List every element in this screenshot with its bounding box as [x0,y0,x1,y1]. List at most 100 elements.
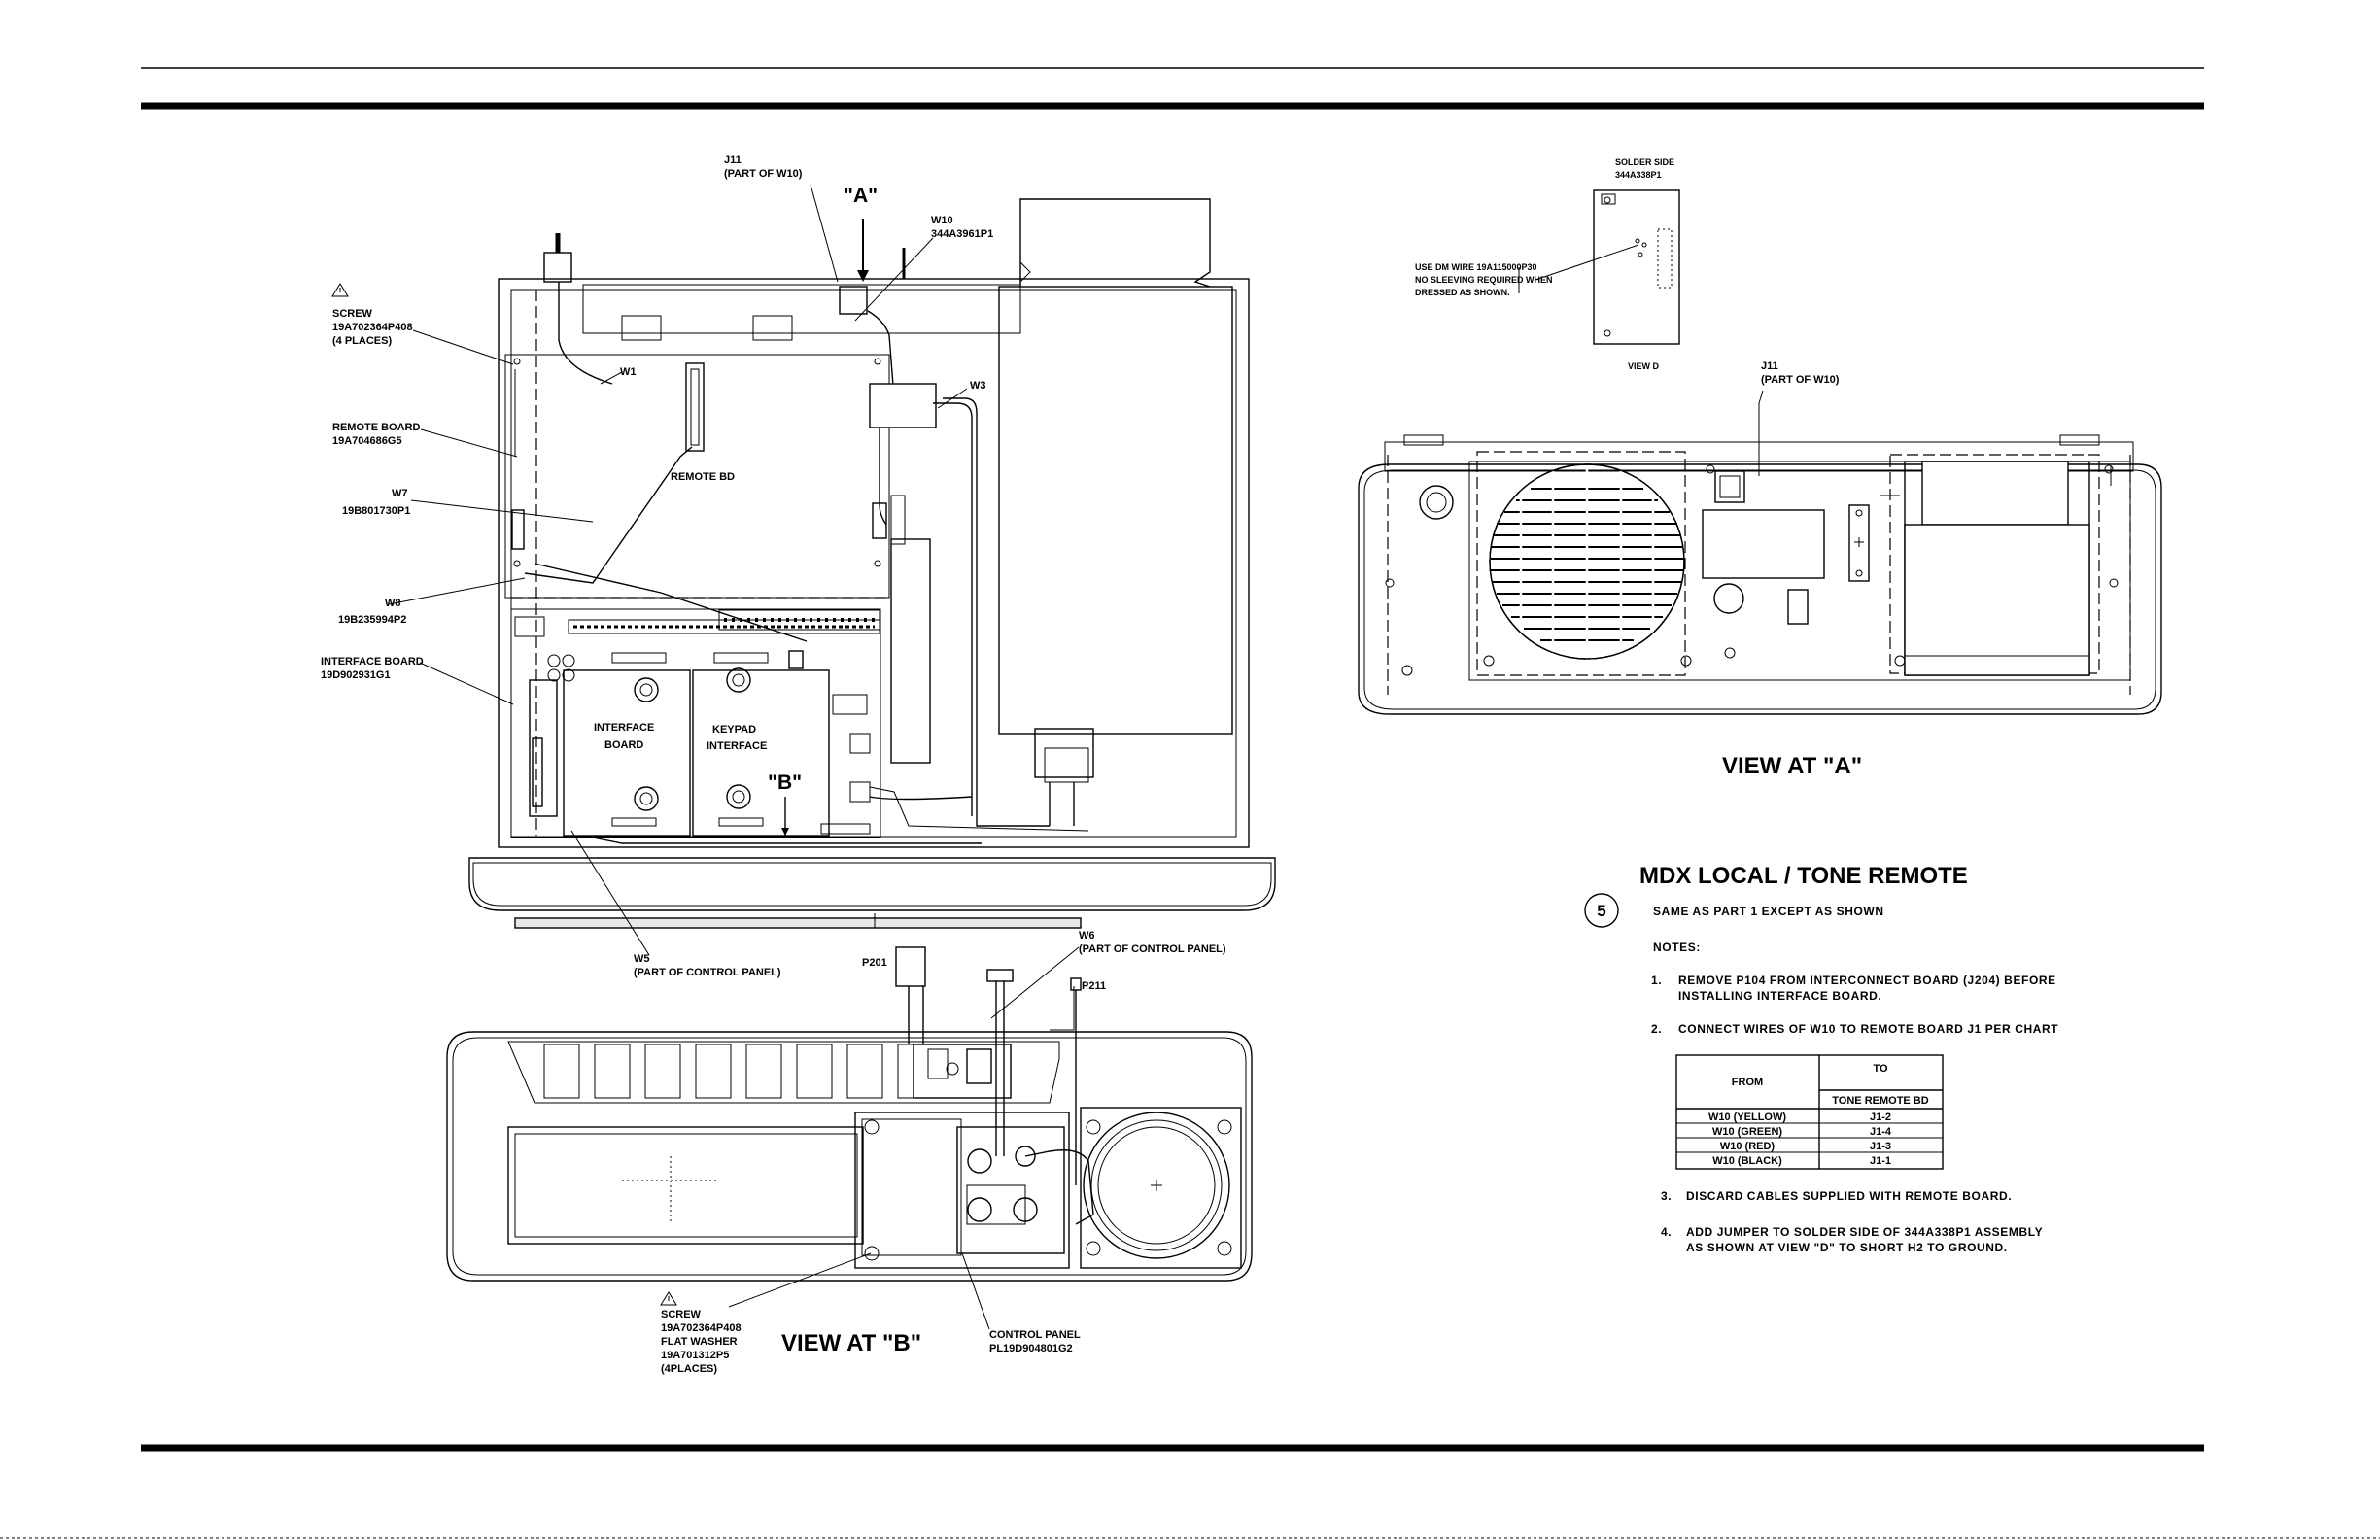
j11-connector [839,286,868,315]
screw-top-label: SCREW [332,308,373,320]
remote-bd-label: REMOTE BD [671,471,735,483]
view-at-a-title: VIEW AT "A" [1722,753,1862,779]
w3-label: W3 [970,380,986,392]
w5-sublabel: (PART OF CONTROL PANEL) [634,967,781,978]
front-panel [468,857,1276,911]
flat-washer-qty: (4PLACES) [661,1363,717,1375]
control-board [854,1112,1070,1269]
notes-title: MDX LOCAL / TONE REMOTE [1639,863,1968,889]
warning-triangle-bottom-icon [660,1291,677,1306]
screw-top-partno: 19A702364P408 [332,322,413,333]
chassis-inner [510,289,1237,838]
view-a-marker: "A" [844,185,878,207]
j11-top-label: J11 [724,154,742,166]
note-2-line-1: CONNECT WIRES OF W10 TO REMOTE BOARD J1 … [1678,1022,2058,1036]
w7-label: W7 [392,488,408,499]
view-b-leaders [728,1252,990,1330]
note-3-line-1: DISCARD CABLES SUPPLIED WITH REMOTE BOAR… [1686,1189,2012,1203]
chart-from-header: FROM [1732,1077,1763,1088]
w7-partno: 19B801730P1 [342,505,410,517]
interface-region [510,608,881,838]
keypad-text-1: KEYPAD [712,724,756,736]
view-d-label: VIEW D [1628,361,1660,371]
speaker [1083,1112,1230,1259]
note-3-number: 3. [1661,1189,1672,1203]
w6-label: W6 [1079,930,1095,941]
control-panel-label: CONTROL PANEL [989,1329,1081,1341]
chart-row-from: W10 (GREEN) [1712,1126,1782,1138]
p211-label: P211 [1082,980,1106,992]
control-panel-partno: PL19D904801G2 [989,1343,1073,1354]
w3-connector [869,383,937,428]
display-window [507,1126,864,1245]
speaker-housing [1080,1107,1242,1269]
note-1-line-2: INSTALLING INTERFACE BOARD. [1678,989,1881,1003]
wire-chart [1675,1054,1944,1170]
chart-row-to: J1-2 [1870,1112,1891,1123]
chart-row-from: W10 (RED) [1720,1141,1776,1152]
dm-wire-note-2: NO SLEEVING REQUIRED WHEN [1415,275,1553,285]
interface-board-text-2: BOARD [604,739,643,751]
side-board [890,538,931,764]
note-4-line-1: ADD JUMPER TO SOLDER SIDE OF 344A338P1 A… [1686,1225,2043,1239]
chart-row-to: J1-4 [1870,1126,1892,1138]
note-4-number: 4. [1661,1225,1672,1239]
antenna-connector [543,252,572,283]
remote-board-connector [685,362,705,452]
interface-board [563,669,691,837]
remote-board-partno: 19A704686G5 [332,435,402,447]
w1-label: W1 [620,366,637,378]
interface-board-partno: 19D902931G1 [321,669,391,681]
j11-right-label: J11 [1761,360,1778,372]
note-1-number: 1. [1651,974,1662,987]
top-rail [582,284,1021,334]
w8-label: W8 [385,598,401,609]
chart-row-to: J1-1 [1870,1155,1891,1167]
w10-top-partno: 344A3961P1 [931,228,993,240]
notes-header: NOTES: [1653,941,1701,954]
remote-board [504,354,890,599]
same-as-note: SAME AS PART 1 EXCEPT AS SHOWN [1653,905,1884,918]
power-supply [998,286,1233,735]
w10-top-label: W10 [931,215,953,226]
screw-top-qty: (4 PLACES) [332,335,392,347]
part-number: 5 [1597,902,1605,920]
screw-bottom-partno: 19A702364P408 [661,1322,742,1334]
interface-board-label: INTERFACE BOARD [321,656,424,667]
remote-board-label: REMOTE BOARD [332,422,421,433]
note-4-line-2: AS SHOWN AT VIEW "D" TO SHORT H2 TO GROU… [1686,1241,2008,1254]
w5-label: W5 [634,953,650,965]
chart-to-header: TO [1873,1063,1888,1075]
j11-right-sublabel: (PART OF W10) [1761,374,1840,386]
main-view-leaders [388,184,1080,1031]
chart-row-to: J1-3 [1870,1141,1891,1152]
solder-side-partno: 344A338P1 [1615,170,1662,180]
flat-washer-label: FLAT WASHER [661,1336,738,1348]
chart-row-from: W10 (BLACK) [1712,1155,1782,1167]
view-a-drawing [1358,390,2162,715]
chart-row-from: W10 (YELLOW) [1708,1112,1786,1123]
view-at-b-title: VIEW AT "B" [781,1330,921,1356]
note-2-number: 2. [1651,1022,1662,1036]
keypad-text-2: INTERFACE [707,740,767,752]
view-d-drawing [1518,189,1680,345]
screw-bottom-label: SCREW [661,1309,702,1320]
flat-washer-partno: 19A701312P5 [661,1350,729,1361]
view-b-drawing [446,946,1253,1282]
view-b-marker: "B" [768,771,802,794]
p201-label: P201 [862,957,887,969]
j11-top-sublabel: (PART OF W10) [724,168,803,180]
keypad-interface [692,669,830,837]
w8-partno: 19B235994P2 [338,614,406,626]
warning-triangle-top-icon [331,283,349,297]
interface-board-text-1: INTERFACE [594,722,654,734]
main-top-view [468,198,1276,929]
dm-wire-note-1: USE DM WIRE 19A115000P30 [1415,262,1537,272]
w6-sublabel: (PART OF CONTROL PANEL) [1079,943,1226,955]
chassis-outline [498,278,1250,848]
note-1-line-1: REMOVE P104 FROM INTERCONNECT BOARD (J20… [1678,974,2056,987]
chart-to-subheader: TONE REMOTE BD [1832,1095,1928,1107]
dm-wire-note-3: DRESSED AS SHOWN. [1415,288,1510,297]
part-number-circle [1584,893,1619,928]
